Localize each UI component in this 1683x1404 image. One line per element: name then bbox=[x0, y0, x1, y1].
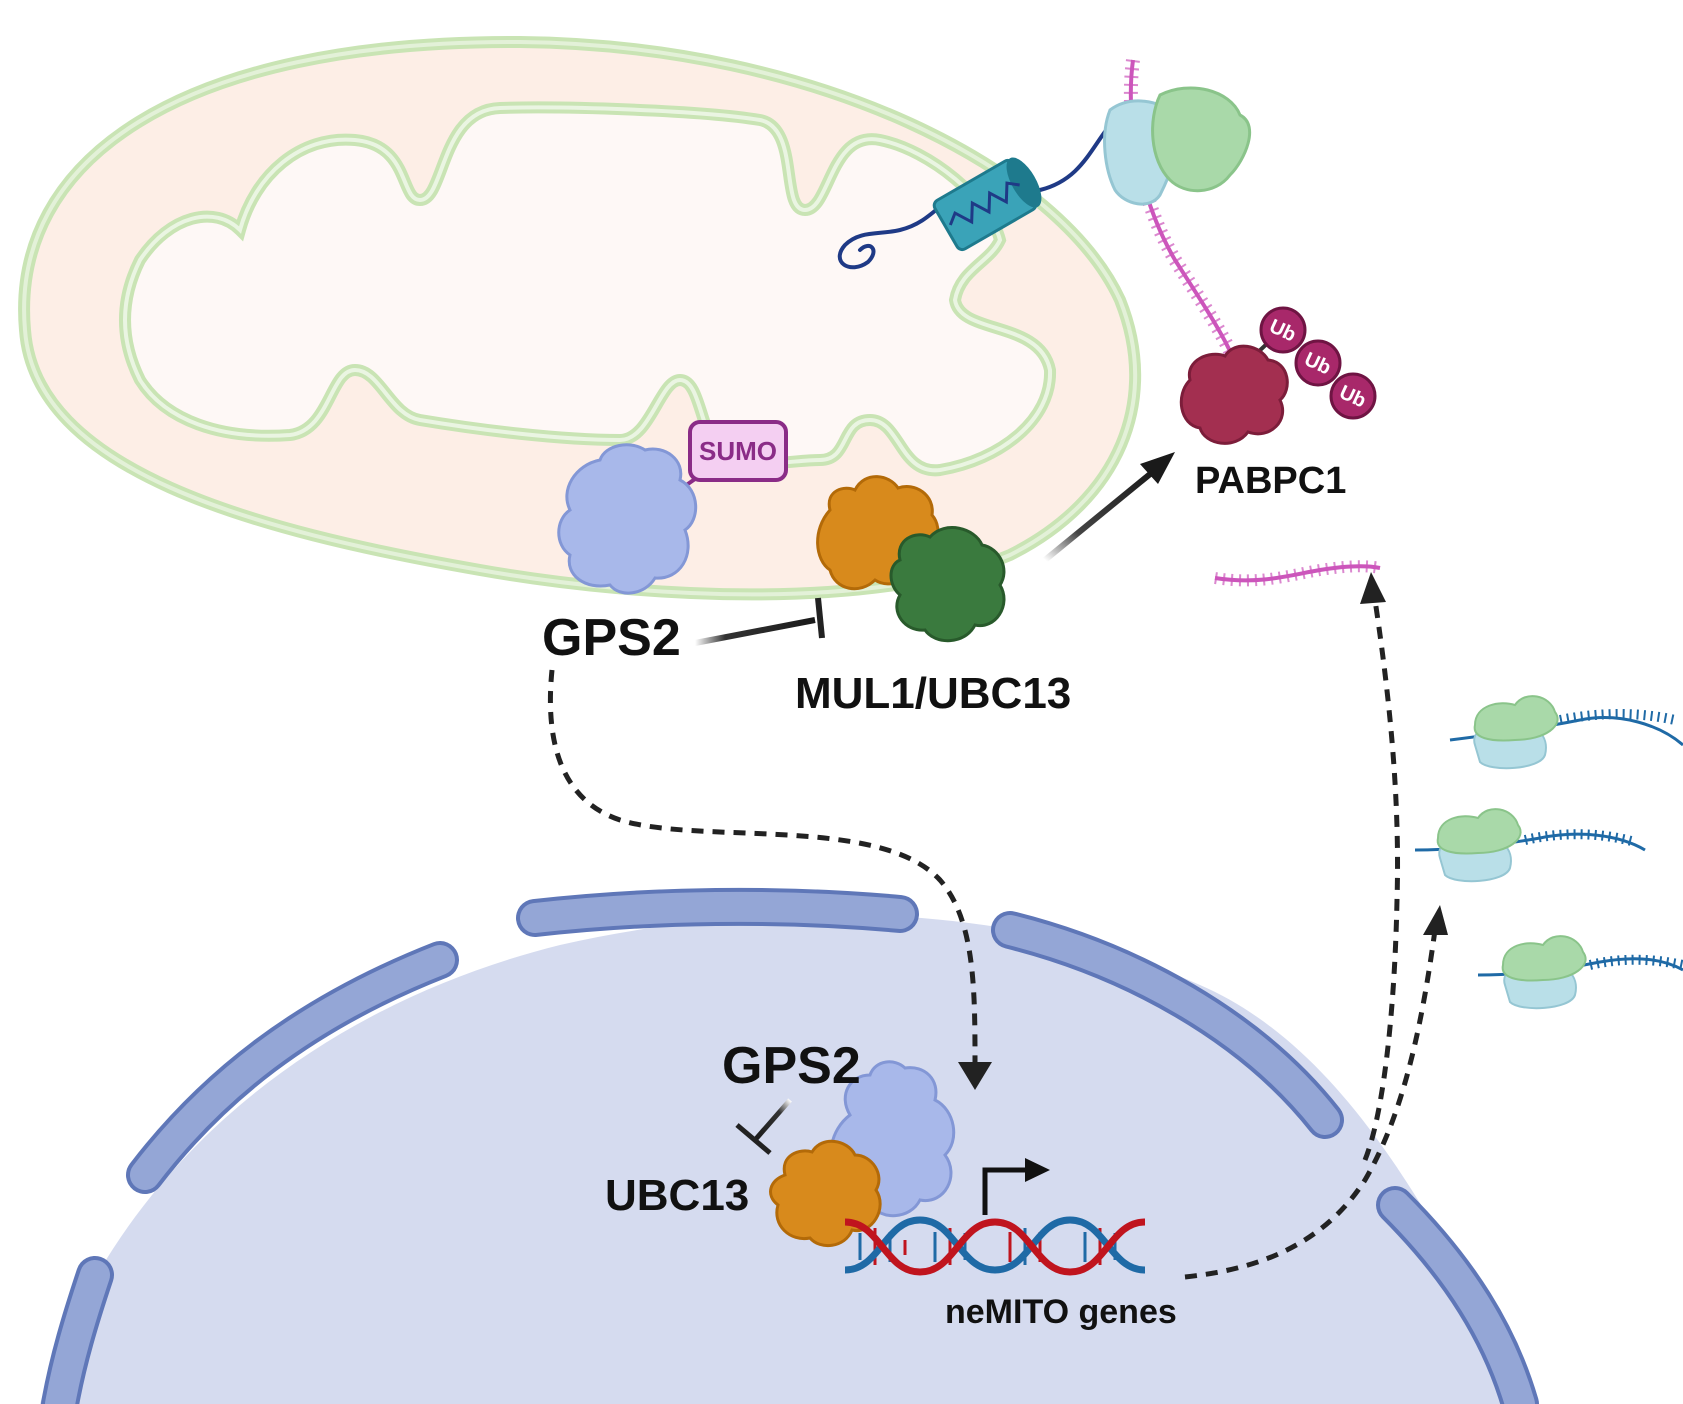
ubiquitin-chain: Ub Ub Ub bbox=[1259, 306, 1377, 420]
mul1-ubc13-label: MUL1/UBC13 bbox=[795, 669, 1071, 718]
pabpc1-protein bbox=[1179, 344, 1289, 445]
export-arrow-to-translation bbox=[1184, 929, 1438, 1280]
ubiquitin-1 bbox=[1259, 306, 1307, 354]
nuclear-envelope bbox=[41, 887, 1539, 1404]
sumo-tag bbox=[688, 420, 788, 482]
ubiquitin-3 bbox=[1329, 372, 1377, 420]
ubc13-protein-mito bbox=[889, 526, 1006, 643]
gps2-inhibits-ubc13-nucleus bbox=[735, 1098, 792, 1155]
mitochondrion-outer-membrane-inner-line bbox=[22, 39, 1138, 597]
ribosome-large-subunit-mito bbox=[1151, 86, 1251, 193]
gene-export-arrows bbox=[1184, 599, 1438, 1280]
transcription-start-arrow bbox=[982, 1158, 1050, 1215]
nucleus-body bbox=[40, 914, 1530, 1404]
polysome-1 bbox=[1449, 695, 1683, 770]
dna-helix bbox=[844, 1216, 1146, 1276]
mitochondrion bbox=[18, 35, 1142, 601]
mul1-ubc13-complex: MUL1/UBC13 bbox=[795, 475, 1071, 718]
nuclear-complex: GPS2 UBC13 neMITO genes bbox=[605, 1037, 1177, 1331]
mul1-to-pabpc1-arrow bbox=[1043, 452, 1175, 563]
gps2-translocation-arrow bbox=[547, 669, 992, 1090]
export-arrowhead-translation bbox=[1423, 905, 1448, 935]
gps2-nucleus-label: GPS2 bbox=[722, 1037, 861, 1095]
gps2-mito-complex: SUMO bbox=[557, 420, 788, 595]
sumo-label: SUMO bbox=[699, 436, 777, 466]
free-mrna-fragment bbox=[1214, 560, 1382, 587]
pabpc1-label: PABPC1 bbox=[1195, 460, 1346, 502]
mito-ribosome-complex bbox=[1103, 59, 1252, 401]
ubc13-label: UBC13 bbox=[605, 1171, 749, 1220]
tom-channel-opening bbox=[1006, 157, 1042, 208]
gps2-top-label: GPS2 bbox=[542, 609, 681, 667]
export-arrow-to-mito-mrna bbox=[1362, 599, 1401, 1161]
cytosolic-polysomes bbox=[1414, 695, 1683, 1010]
gps2-protein-mito bbox=[557, 443, 698, 595]
pabpc1-complex: Ub Ub Ub PABPC1 bbox=[1179, 306, 1377, 502]
mitochondrion-inner-membrane-line bbox=[123, 105, 1053, 473]
polysome-2 bbox=[1414, 808, 1646, 883]
nucleus bbox=[40, 887, 1539, 1404]
gps2-inhibits-mul1-ubc13 bbox=[694, 597, 825, 646]
tom-import-channel bbox=[837, 123, 1112, 270]
export-arrowhead-mito-mrna bbox=[1360, 572, 1386, 604]
ubiquitin-2 bbox=[1294, 339, 1342, 387]
polysome-3 bbox=[1477, 935, 1683, 1010]
nemito-genes-label: neMITO genes bbox=[945, 1293, 1177, 1331]
